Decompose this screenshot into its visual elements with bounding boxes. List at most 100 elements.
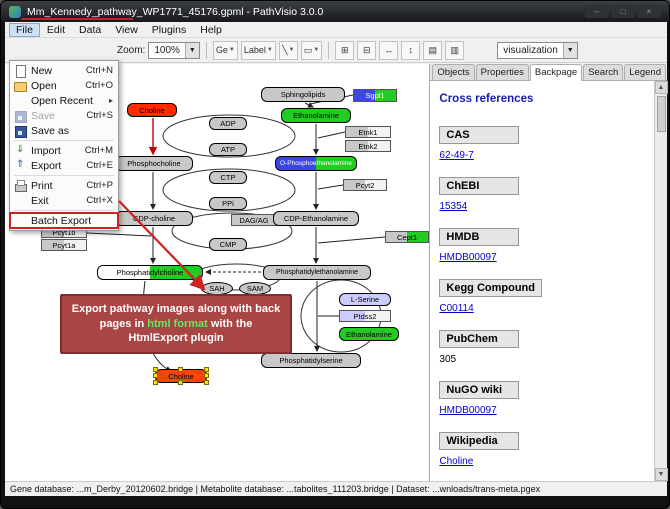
scrollbar-thumb[interactable] — [656, 96, 666, 132]
menu-bar: File Edit Data View Plugins Help — [5, 22, 667, 38]
chevron-down-icon[interactable]: ▼ — [266, 47, 273, 53]
visualization-combobox[interactable]: visualization ▼ — [497, 41, 578, 59]
pathway-node-l-serine[interactable]: L-Serine — [339, 293, 391, 306]
selection-handle[interactable] — [153, 373, 158, 378]
tab-search[interactable]: Search — [583, 64, 624, 80]
menu-item-label: Open — [31, 79, 57, 92]
pathway-node-sgpl1[interactable]: Sgpl1 — [353, 89, 397, 102]
xref-link-kegg-compound[interactable]: C00114 — [439, 303, 474, 314]
selection-handle[interactable] — [204, 380, 209, 385]
xref-link-cas[interactable]: 62-49-7 — [439, 150, 474, 161]
match-height-button[interactable]: ↕ — [401, 40, 421, 60]
menu-item-label: Save — [31, 109, 55, 122]
chevron-down-icon[interactable]: ▼ — [228, 47, 235, 53]
chevron-down-icon[interactable]: ▼ — [184, 42, 199, 58]
pathway-node-pcyt1a[interactable]: Pcyt1a — [41, 239, 87, 251]
chevron-down-icon[interactable]: ▼ — [288, 47, 295, 53]
pathway-node-cdp-choline[interactable]: CDP-choline — [115, 211, 193, 226]
close-button[interactable]: × — [637, 5, 661, 18]
tab-backpage[interactable]: Backpage — [529, 64, 583, 81]
selection-handle[interactable] — [178, 367, 183, 372]
scroll-down-icon[interactable]: ▼ — [654, 468, 668, 481]
tab-objects[interactable]: Objects — [432, 64, 475, 80]
menu-edit[interactable]: Edit — [46, 23, 66, 36]
pathway-node-adp[interactable]: ADP — [209, 117, 247, 130]
pathway-node-ctp[interactable]: CTP — [209, 171, 247, 184]
file-menu-item-open-recent[interactable]: Open Recent▸ — [10, 93, 118, 108]
pathway-node-cdp-ethanolamine[interactable]: CDP-Ethanolamine — [273, 211, 359, 226]
tab-legend[interactable]: Legend — [624, 64, 666, 80]
selection-handle[interactable] — [204, 373, 209, 378]
sidebar-scrollbar[interactable]: ▲ ▼ — [654, 81, 668, 481]
maximize-button[interactable]: □ — [611, 5, 635, 18]
pathway-node-ppi[interactable]: PPi — [209, 197, 247, 210]
pathway-node-ptdss2[interactable]: Ptdss2 — [339, 310, 391, 322]
file-menu-item-save-as[interactable]: Save as — [10, 123, 118, 138]
file-menu-item-batch-export[interactable]: Batch Export — [9, 212, 119, 229]
selection-handle[interactable] — [153, 367, 158, 372]
menu-help[interactable]: Help — [200, 23, 222, 36]
minimize-button[interactable]: – — [585, 5, 609, 18]
stack-vertical-button[interactable]: ▥ — [445, 40, 465, 60]
pathway-node-sphingolipids[interactable]: Sphingolipids — [261, 87, 345, 102]
xref-link-nugo-wiki[interactable]: HMDB00097 — [439, 405, 497, 416]
pathway-node-o-phosphoethanolamine[interactable]: O-Phosphoethanolamine — [275, 156, 357, 171]
xref-link-chebi[interactable]: 15354 — [439, 201, 468, 212]
label-tool-button[interactable]: Label▼ — [240, 40, 276, 60]
tab-properties[interactable]: Properties — [475, 64, 529, 80]
chevron-down-icon[interactable]: ▼ — [562, 42, 577, 58]
chevron-down-icon[interactable]: ▼ — [313, 47, 320, 53]
align-horizontal-center-button[interactable]: ⊞ — [335, 40, 355, 60]
menu-data[interactable]: Data — [79, 23, 102, 36]
pathway-node-atp[interactable]: ATP — [209, 143, 247, 156]
save-as-icon — [13, 125, 27, 138]
pathway-node-etnk1[interactable]: Etnk1 — [345, 126, 391, 138]
line-tool-button[interactable]: ╲▼ — [278, 40, 298, 60]
align-vertical-center-button[interactable]: ⊟ — [357, 40, 377, 60]
pathway-node-phosphatidylcholine[interactable]: Phosphatidylcholine — [97, 265, 203, 280]
menu-view[interactable]: View — [115, 23, 138, 36]
pathway-node-cept1[interactable]: Cept1 — [385, 231, 429, 243]
pathway-node-choline[interactable]: Choline — [153, 367, 209, 385]
pathway-node-phosphatidylethanolamine[interactable]: Phosphatidylethanolamine — [263, 265, 371, 280]
pathway-node-ethanolamine[interactable]: Ethanolamine — [281, 108, 351, 123]
pathway-node-cmp[interactable]: CMP — [209, 238, 247, 251]
pathway-node-ethanolamine[interactable]: Ethanolamine — [339, 327, 399, 341]
zoom-combobox[interactable]: 100% ▼ — [148, 41, 200, 59]
pathway-node-dag-ag[interactable]: DAG/AG — [231, 214, 277, 226]
stack-horizontal-button[interactable]: ▤ — [423, 40, 443, 60]
menu-item-shortcut: Ctrl+M — [84, 145, 113, 156]
title-bar: Mm_Kennedy_pathway_WP1771_45176.gpml - P… — [1, 1, 669, 22]
pathway-node-phosphocholine[interactable]: Phosphocholine — [115, 156, 193, 171]
toolbar-separator — [205, 41, 207, 59]
selection-handle[interactable] — [204, 367, 209, 372]
datanode-tool-button[interactable]: Ge▼ — [212, 40, 238, 60]
xref-link-wikipedia[interactable]: Choline — [439, 456, 474, 467]
scroll-up-icon[interactable]: ▲ — [654, 81, 668, 94]
selection-handle[interactable] — [153, 380, 158, 385]
selection-handle[interactable] — [178, 380, 183, 385]
xref-link-hmdb[interactable]: HMDB00097 — [439, 252, 497, 263]
pathway-node-etnk2[interactable]: Etnk2 — [345, 140, 391, 152]
pathway-node-choline[interactable]: Choline — [127, 103, 177, 117]
pathway-node-pcyt2[interactable]: Pcyt2 — [343, 179, 387, 191]
pathway-node-phosphatidylserine[interactable]: Phosphatidylserine — [261, 353, 361, 368]
annotation-text: with the HtmlExport plugin — [128, 317, 253, 345]
pathway-node-sam[interactable]: SAM — [239, 282, 271, 295]
menu-file[interactable]: File — [9, 22, 40, 37]
shape-tool-button[interactable]: ▭▼ — [300, 40, 323, 60]
xref-source-hmdb: HMDB — [439, 228, 520, 246]
menu-plugins[interactable]: Plugins — [151, 23, 187, 36]
menu-item-spacer — [13, 95, 27, 107]
match-width-button[interactable]: ↔ — [379, 40, 399, 60]
